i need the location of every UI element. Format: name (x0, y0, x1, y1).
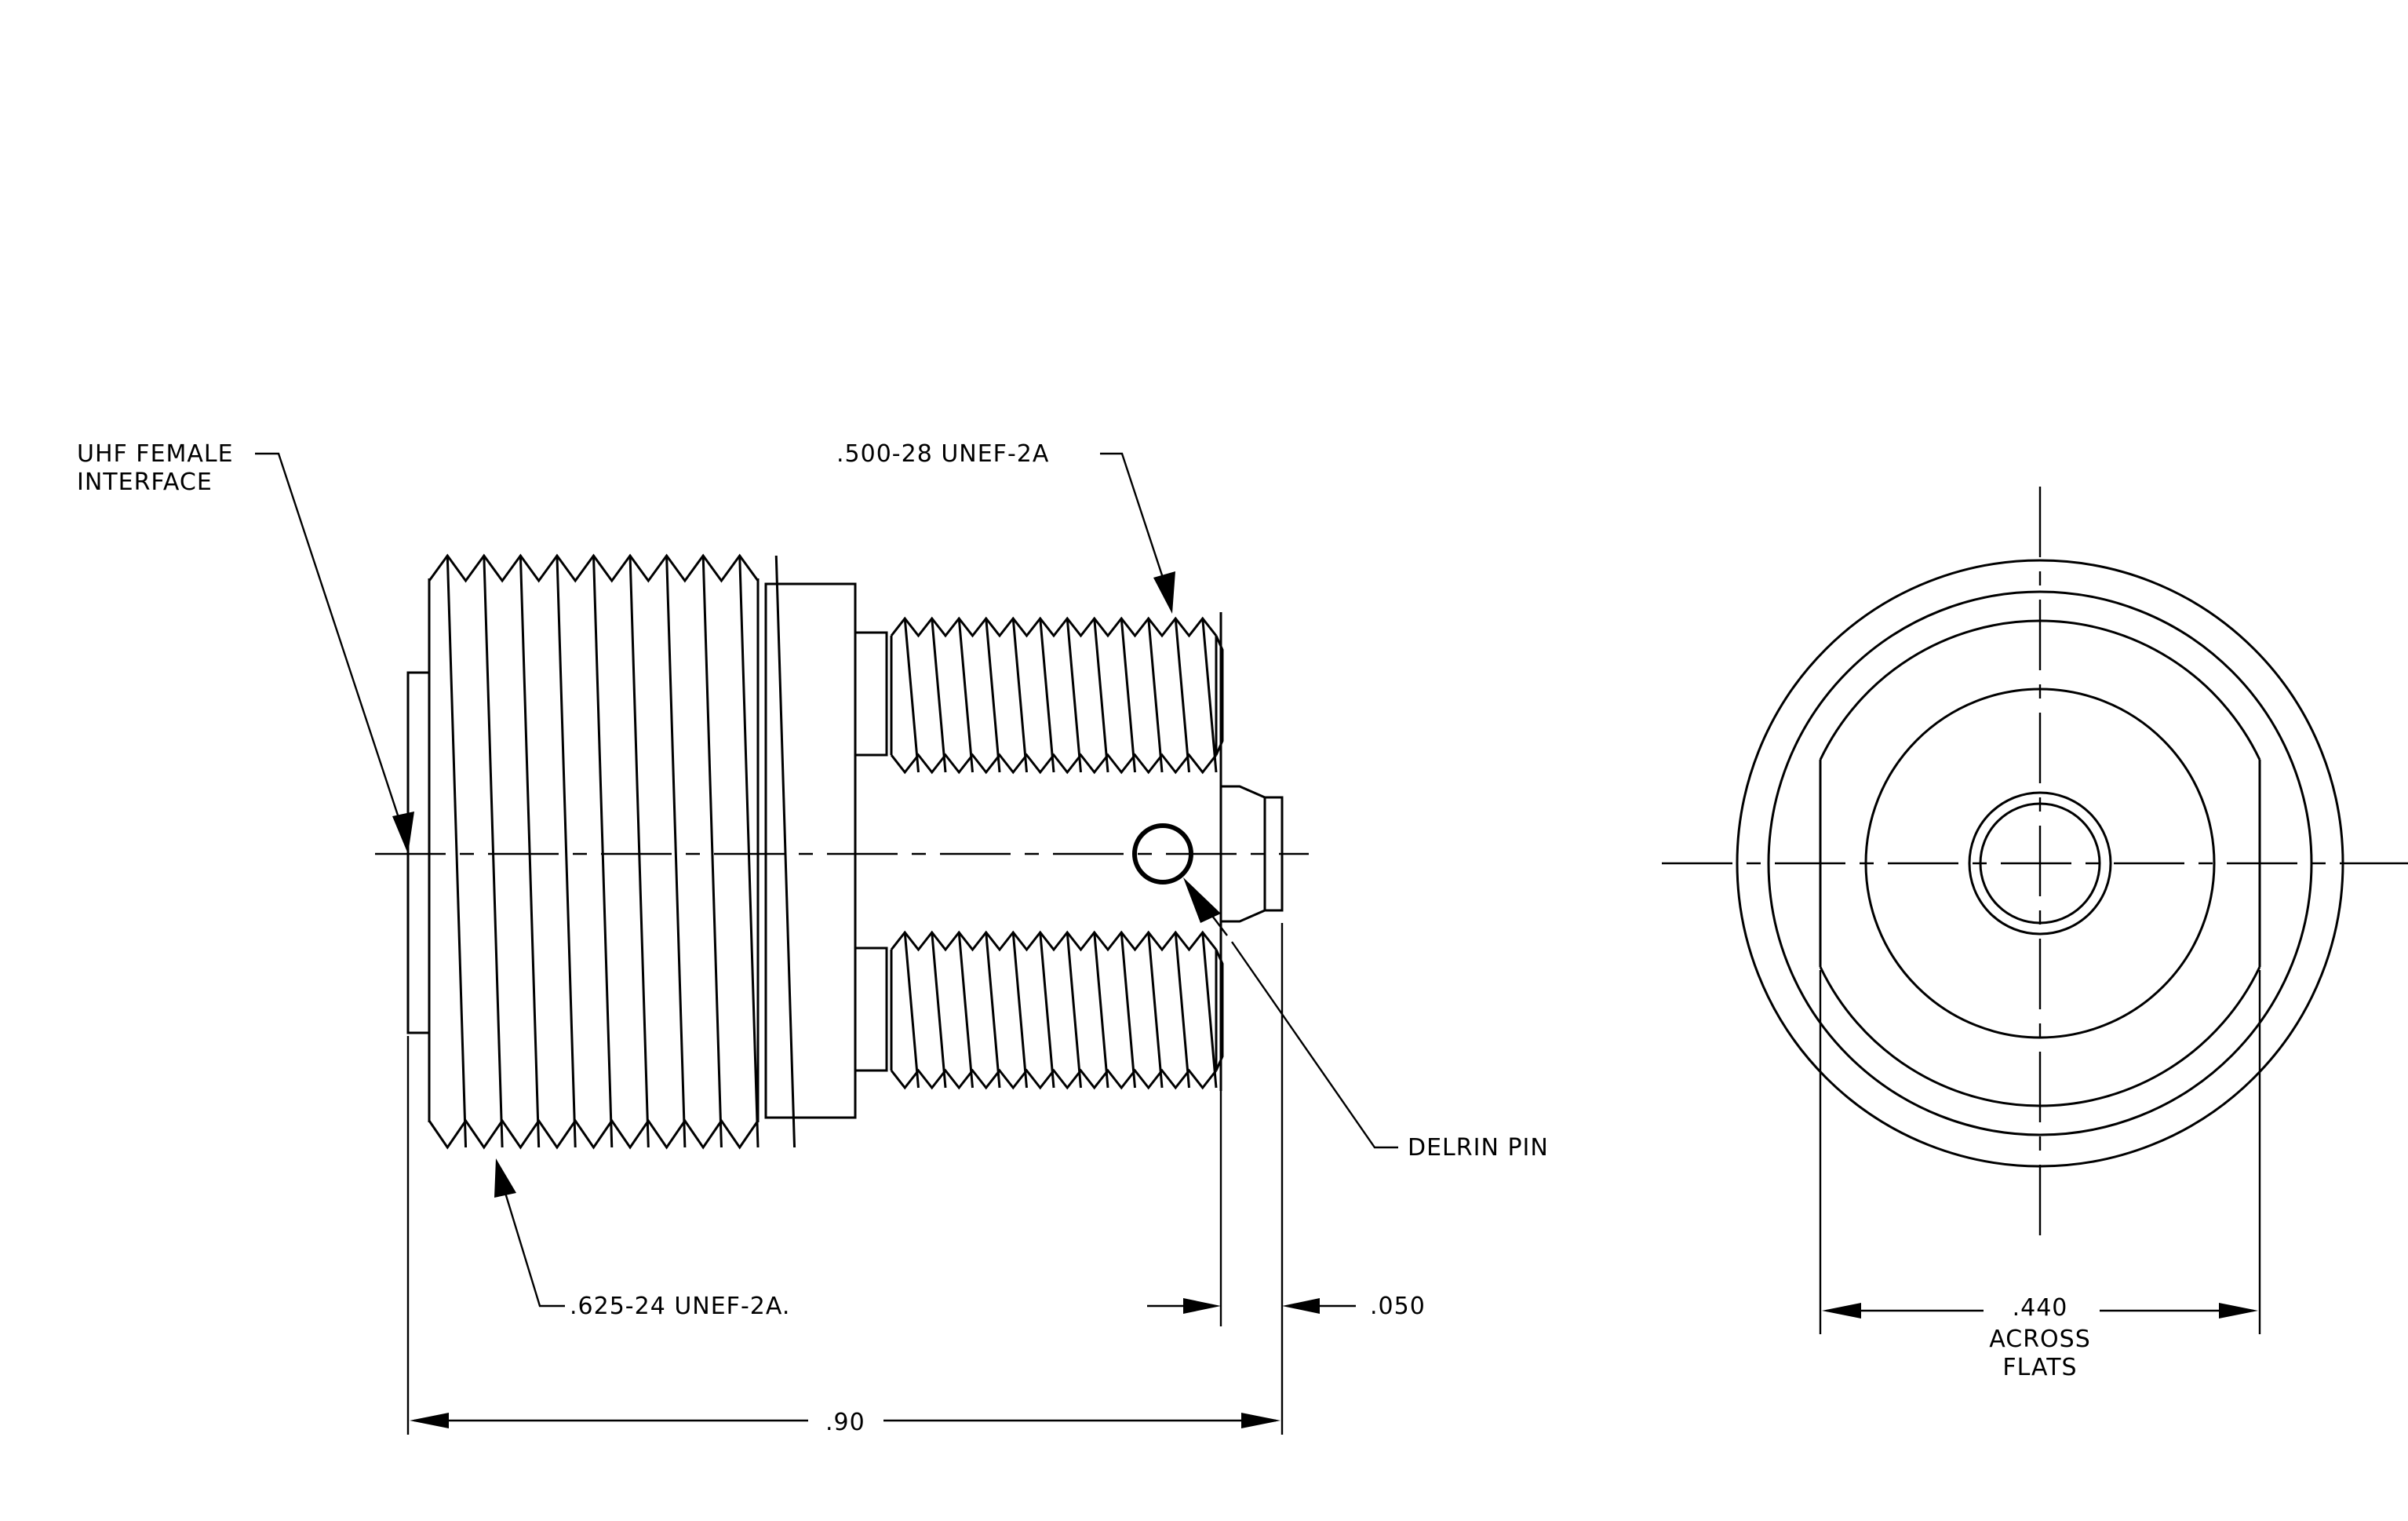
upper-small-thread-helix (903, 618, 920, 773)
lower-small-thread-chamfer (1215, 949, 1224, 1071)
lower-small-thread-helix (903, 932, 920, 1089)
dim-050: .050 (1147, 923, 1426, 1326)
lower-small-thread-helix (985, 932, 1001, 1089)
pin-outer-circle (1968, 791, 2112, 936)
lower-small-thread-helix (1120, 932, 1136, 1089)
upper-small-thread-helix (1120, 618, 1136, 773)
large-helix-line (665, 555, 687, 1148)
lower-small-thread-helix (1201, 932, 1218, 1089)
large-helix-line (774, 555, 796, 1148)
large-thread-body (428, 553, 796, 1150)
lower-small-thread-helix (1093, 932, 1109, 1089)
large-thread-helix-lines (446, 555, 796, 1148)
lower-small-thread-crest-top (890, 930, 1218, 952)
upper-small-thread-crest-top (890, 616, 1218, 638)
upper-small-thread-helix (931, 618, 947, 773)
lower-small-thread (890, 930, 1224, 1090)
upper-small-thread-helix (957, 618, 974, 773)
large-thread-crests-bottom (428, 1118, 760, 1150)
hex-body (764, 582, 857, 1119)
dim-050-label: .050 (1370, 1293, 1426, 1320)
uhf-arrowhead (392, 812, 414, 854)
upper-small-thread-helix (985, 618, 1001, 773)
uhf-label-line2: INTERFACE (77, 469, 213, 496)
large-thread-arrowhead (494, 1158, 516, 1198)
across-label: ACROSS (1989, 1326, 2091, 1353)
delrin-arrowhead (1183, 877, 1221, 923)
lower-relief (855, 947, 888, 1072)
large-helix-line (592, 555, 614, 1148)
upper-small-thread-helix (1039, 618, 1055, 773)
lower-small-thread-helix (1011, 932, 1028, 1089)
upper-small-thread-helix (1066, 618, 1082, 773)
large-helix-line (701, 555, 723, 1148)
large-crest-line-bottom (428, 1118, 760, 1150)
upper-small-thread-helix (1201, 618, 1218, 773)
small-thread-callout: .500-28 UNEF-2A (836, 440, 1175, 614)
upper-small-thread-helix (1011, 618, 1028, 773)
uhf-label-line1: UHF FEMALE (77, 440, 234, 468)
upper-relief (855, 631, 888, 757)
large-thread-label: .625-24 UNEF-2A. (570, 1293, 790, 1320)
lower-small-thread-helix (1039, 932, 1055, 1089)
lower-small-thread-helix (1174, 932, 1190, 1089)
uhf-flange (406, 671, 429, 1034)
large-helix-line (628, 555, 650, 1148)
delrin-label: DELRIN PIN (1408, 1134, 1549, 1162)
large-helix-line (483, 555, 504, 1148)
large-helix-line (738, 555, 760, 1148)
lower-small-thread-crest-bottom (890, 1068, 1218, 1090)
upper-small-thread-crest-bottom (890, 753, 1218, 775)
uhf-callout: UHF FEMALE INTERFACE (77, 440, 414, 854)
end-view (1662, 487, 2408, 1242)
dim-90: .90 (406, 1036, 1284, 1436)
upper-small-thread (890, 616, 1224, 775)
upper-small-thread-helix (1174, 618, 1190, 773)
dim-440: .440 ACROSS FLATS (1819, 970, 2261, 1381)
large-thread-callout: .625-24 UNEF-2A. (494, 1158, 790, 1320)
small-thread-label: .500-28 UNEF-2A (836, 440, 1049, 468)
small-thread-arrowhead (1153, 571, 1175, 614)
large-helix-line (556, 555, 577, 1148)
upper-small-thread-helix (1147, 618, 1164, 773)
side-view (375, 553, 1309, 1150)
dim-440-label: .440 (2013, 1294, 2068, 1322)
flats-label: FLATS (2002, 1354, 2077, 1381)
large-helix-line (446, 555, 468, 1148)
lower-small-thread-helix (931, 932, 947, 1089)
large-helix-line (519, 555, 541, 1148)
lower-small-thread-helix (1066, 932, 1082, 1089)
dim-90-label: .90 (825, 1409, 865, 1436)
upper-small-thread-helix (1093, 618, 1109, 773)
upper-small-thread-chamfer (1215, 635, 1224, 756)
lower-small-thread-helix (957, 932, 974, 1089)
delrin-callout: DELRIN PIN (1183, 877, 1549, 1162)
lower-small-thread-helix (1147, 932, 1164, 1089)
